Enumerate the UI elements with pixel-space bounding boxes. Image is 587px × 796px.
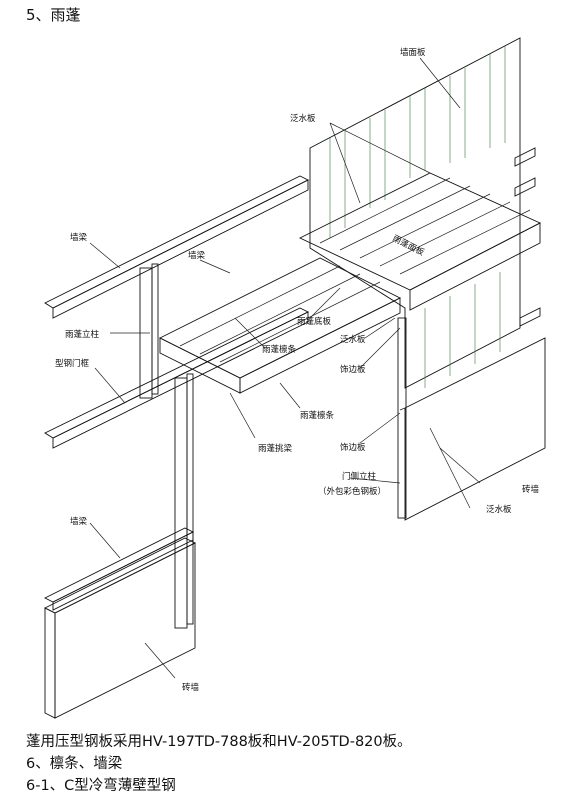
canopy-frame (158, 257, 402, 394)
label-wall-beam-low: 墙梁 (70, 516, 88, 527)
canopy-posts (139, 263, 159, 399)
label-brick-wall-right: 砖墙 (522, 484, 540, 495)
label-wall-beam-mid: 墙梁 (188, 250, 206, 261)
label-flashing-top: 泛水板 (290, 113, 316, 124)
label-trim-a: 饰边板 (340, 364, 366, 375)
label-canopy-purlin-a: 雨蓬檩条 (262, 344, 297, 355)
label-brick-wall-left: 砖墙 (182, 682, 200, 693)
door-frame (174, 317, 407, 629)
section-title: 5、雨蓬 (26, 6, 81, 24)
spec-line: 蓬用压型钢板采用HV-197TD-788板和HV-205TD-820板。 (26, 734, 412, 750)
brick-wall-left (43, 537, 197, 719)
wall-panel (309, 37, 521, 389)
wall-beam-stubs (514, 147, 541, 327)
wall-beam-bottom (43, 527, 195, 611)
label-wall-panel: 墙面板 (400, 47, 426, 58)
canopy-roof (298, 172, 542, 311)
label-canopy-purlin-b: 雨蓬檩条 (300, 410, 335, 421)
leader-lines (89, 57, 481, 679)
label-wall-beam-left: 墙梁 (70, 232, 88, 243)
brick-wall-right (399, 337, 546, 521)
label-flashing-mid: 泛水板 (340, 334, 366, 345)
label-door-post-note: （外包彩色钢板） (318, 486, 386, 497)
wall-beam-lower (44, 307, 310, 449)
label-trim-b: 饰边板 (340, 442, 366, 453)
label-door-post: 门侧立柱 (342, 471, 377, 482)
canopy-isometric-drawing: 墙面板 泛水板 墙梁 墙梁 雨蓬面板 雨蓬立柱 型钢门框 雨蓬底板 雨蓬檩条 泛… (43, 37, 546, 719)
wall-beam-upper (44, 175, 310, 319)
section-heading-6-1: 6-1、C型冷弯薄壁型钢 (26, 778, 176, 794)
label-canopy-post: 雨蓬立柱 (65, 329, 100, 340)
label-flashing-bottom: 泛水板 (486, 504, 512, 515)
label-door-frame: 型钢门框 (55, 358, 90, 369)
label-canopy-soffit: 雨蓬底板 (297, 316, 332, 327)
section-heading-6: 6、檩条、墙梁 (26, 756, 123, 772)
label-canopy-beam: 雨蓬挑梁 (258, 443, 293, 454)
